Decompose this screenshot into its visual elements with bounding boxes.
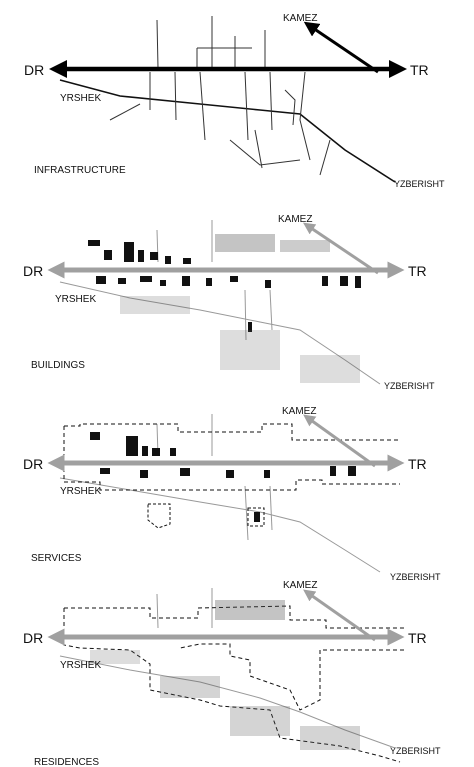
caption-infrastructure: INFRASTRUCTURE [34, 165, 126, 176]
panel-residences: DR TR KAMEZ YRSHEK YZBERISHT RESIDENCES [23, 580, 441, 767]
residential-clusters [90, 600, 360, 750]
label-dr: DR [23, 263, 43, 279]
caption-services: SERVICES [31, 553, 82, 564]
label-yzberisht: YZBERISHT [394, 179, 445, 189]
label-kamez: KAMEZ [283, 13, 317, 24]
kamez-arrow [303, 222, 379, 275]
label-kamez: KAMEZ [282, 406, 316, 417]
label-tr: TR [410, 62, 429, 78]
label-yrshek: YRSHEK [55, 294, 96, 305]
road-network [59, 588, 396, 749]
label-yrshek: YRSHEK [60, 660, 101, 671]
kamez-arrow [303, 21, 379, 74]
label-yzberisht: YZBERISHT [390, 746, 441, 756]
caption-residences: RESIDENCES [34, 757, 99, 767]
label-dr: DR [23, 630, 43, 646]
services-outlier-boundary [147, 503, 171, 529]
kamez-arrow [303, 589, 376, 642]
panel-services: DR TR KAMEZ YRSHEK YZBERISHT SERVICES [23, 406, 441, 582]
road-network [59, 16, 396, 183]
residences-boundary [63, 605, 404, 763]
label-dr: DR [23, 456, 43, 472]
label-yzberisht: YZBERISHT [390, 572, 441, 582]
label-kamez: KAMEZ [283, 580, 317, 591]
label-tr: TR [408, 263, 427, 279]
road-network [59, 414, 381, 573]
service-buildings [90, 432, 356, 522]
caption-buildings: BUILDINGS [31, 360, 85, 371]
label-dr: DR [24, 62, 44, 78]
label-yzberisht: YZBERISHT [384, 381, 435, 391]
label-yrshek: YRSHEK [60, 93, 101, 104]
road-network [59, 220, 381, 385]
services-boundary [63, 423, 400, 491]
label-tr: TR [408, 630, 427, 646]
panel-buildings: DR TR KAMEZ YRSHEK YZBERISHT BUILDINGS [23, 214, 435, 391]
panel-infrastructure: DR TR KAMEZ YRSHEK YZBERISHT INFRASTRUCT… [24, 13, 445, 189]
building-clusters [120, 234, 360, 383]
building-footprints [88, 240, 361, 332]
kamez-arrow [303, 414, 376, 468]
label-yrshek: YRSHEK [60, 486, 101, 497]
services-outlier-boundary [247, 507, 265, 527]
label-tr: TR [408, 456, 427, 472]
label-kamez: KAMEZ [278, 214, 312, 225]
